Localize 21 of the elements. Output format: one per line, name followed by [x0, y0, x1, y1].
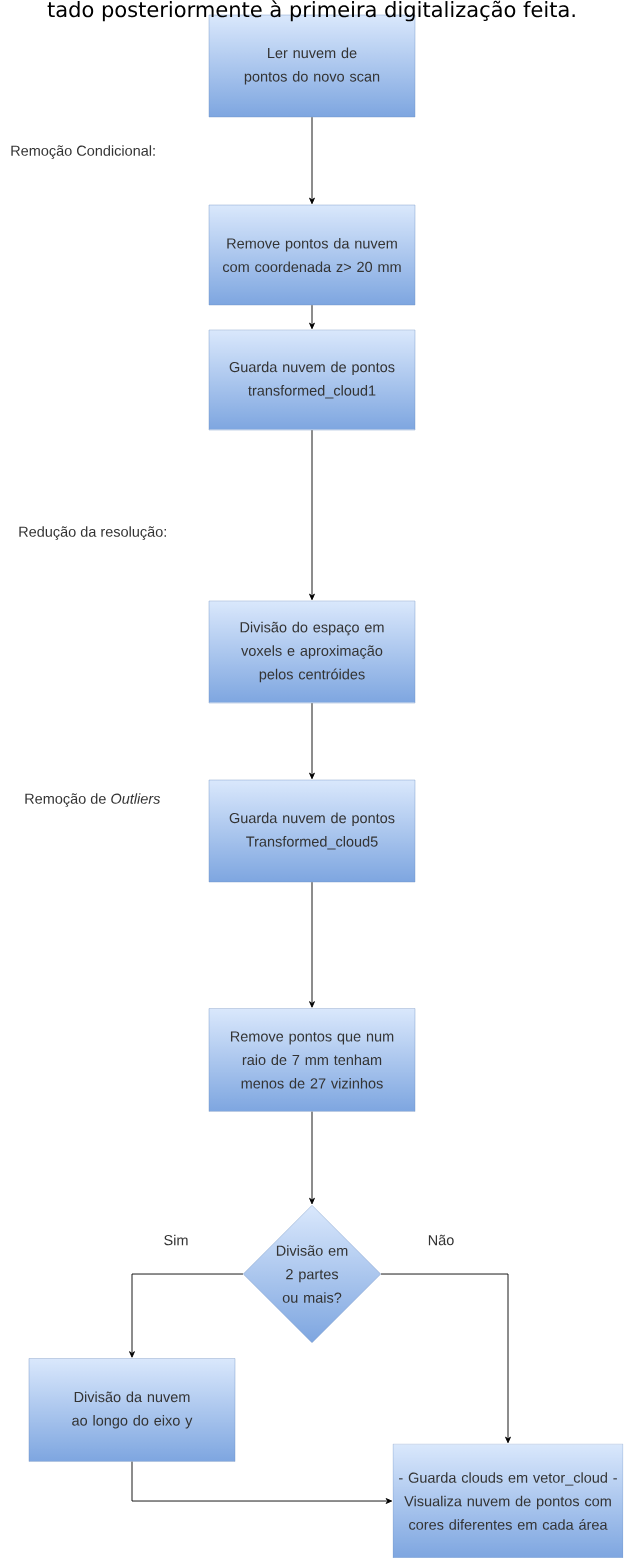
arrow	[129, 1273, 244, 1358]
arrow	[309, 429, 315, 601]
arrow	[309, 702, 315, 780]
section-label: Remoção de Outliers	[25, 793, 161, 807]
process-box: Remove pontos da nuvem com coordenada z> 20 mm	[208, 204, 416, 306]
process-box: Guarda nuvem de pontos transformed_cloud1	[208, 329, 416, 431]
process-box: - Guarda clouds em vetor_cloud - Visualiza nuvem de pontos com cores diferentes em cada área	[392, 1443, 624, 1558]
arrow	[380, 1273, 511, 1444]
arrow	[309, 304, 315, 330]
arrow	[309, 881, 315, 1008]
arrow	[309, 1111, 315, 1205]
process-box: Remove pontos que num raio de 7 mm tenham menos de 27 vizinhos	[208, 1008, 416, 1112]
arrow	[309, 116, 315, 205]
process-box: Divisão da nuvem ao longo do eixo y	[28, 1358, 236, 1462]
process-box: Guarda nuvem de pontos Transformed_cloud5	[208, 779, 416, 883]
section-label: Remoção Condicional:	[11, 145, 155, 159]
section-label: Redução da resolução:	[19, 526, 166, 540]
process-box: Divisão do espaço em voxels e aproximação pelos centróides	[208, 600, 416, 704]
edge-label: Sim	[164, 1234, 188, 1246]
edge-label: Não	[428, 1234, 454, 1246]
arrow	[131, 1461, 393, 1504]
